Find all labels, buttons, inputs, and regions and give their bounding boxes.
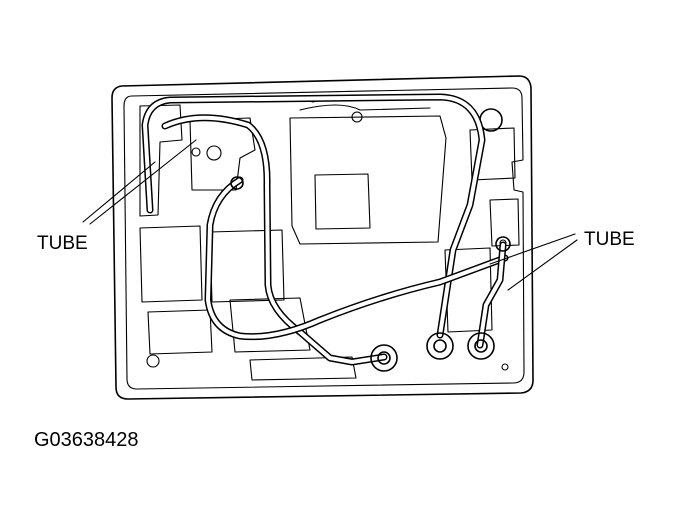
leader-lines-left [82, 139, 197, 225]
tube-left-loop [161, 114, 388, 366]
figure-code: G03638428 [34, 429, 139, 451]
valve-body-plate [111, 75, 534, 400]
tube-upper-loop [141, 93, 486, 339]
tube-right-short [476, 241, 507, 349]
leader-lines-right [489, 233, 578, 291]
tube-label-right: TUBE [584, 229, 635, 250]
tube-label-left: TUBE [37, 233, 88, 254]
bolt-holes [146, 95, 509, 371]
tube-lower-cross [204, 176, 509, 341]
tube-fittings [230, 176, 511, 372]
